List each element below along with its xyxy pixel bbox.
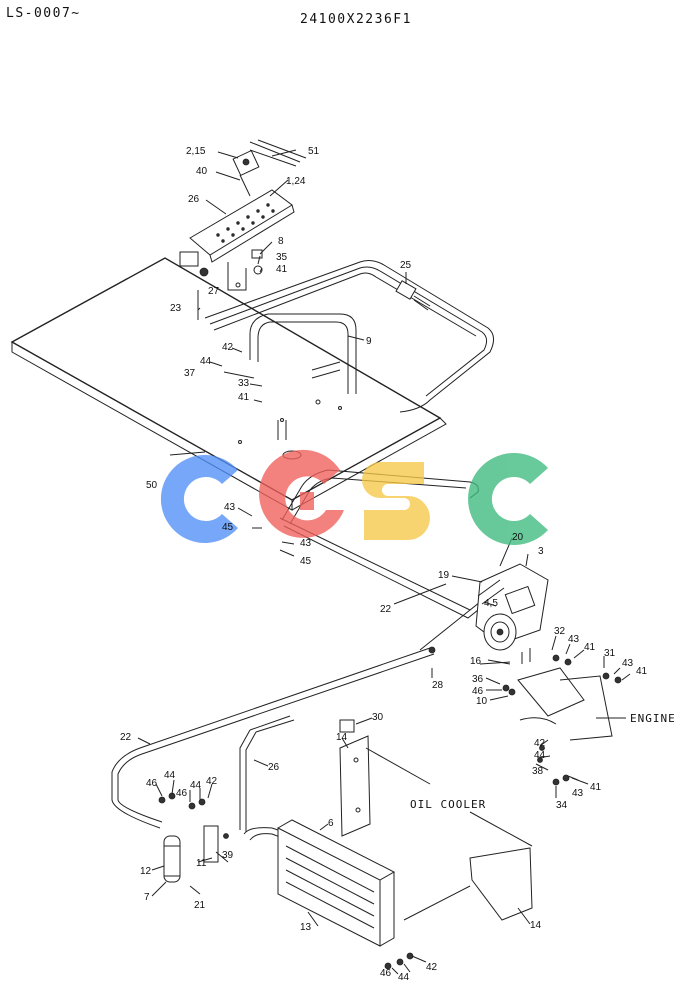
- callout-43e: 43: [572, 788, 584, 799]
- callout-13: 13: [300, 922, 312, 933]
- callout-43a: 43: [224, 502, 236, 513]
- callout-27: 27: [208, 286, 220, 297]
- compressor: [475, 563, 622, 786]
- callout-37: 37: [184, 368, 196, 379]
- callout-42b: 42: [534, 738, 546, 749]
- callout-44d: 44: [190, 780, 202, 791]
- callout-11: 11: [196, 858, 207, 869]
- callout-41a: 41: [276, 264, 288, 275]
- callout-14b: 14: [530, 920, 542, 931]
- callout-20: 20: [512, 532, 524, 543]
- callout-43d: 43: [622, 658, 634, 669]
- callout-46d: 46: [380, 968, 392, 979]
- callout-2-15: 2,15: [186, 146, 206, 157]
- callout-12: 12: [140, 866, 152, 877]
- callout-32: 32: [554, 626, 566, 637]
- watermark: [160, 449, 548, 545]
- callout-21: 21: [194, 900, 206, 911]
- callout-45a: 45: [222, 522, 234, 533]
- callout-26b: 26: [268, 762, 280, 773]
- callout-26a: 26: [188, 194, 200, 205]
- watermark-letter-c2: [468, 453, 548, 545]
- callout-4-5: 4,5: [484, 598, 498, 609]
- callout-36: 36: [472, 674, 484, 685]
- callout-41e: 41: [590, 782, 602, 793]
- callout-10: 10: [476, 696, 488, 707]
- callout-22b: 22: [120, 732, 132, 743]
- callout-34: 34: [556, 800, 568, 811]
- callout-41d: 41: [636, 666, 648, 677]
- grille-holes: [216, 203, 275, 243]
- callout-23: 23: [170, 303, 182, 314]
- callout-40: 40: [196, 166, 208, 177]
- callout-38: 38: [532, 766, 544, 777]
- callout-3: 3: [538, 546, 544, 557]
- callout-8: 8: [278, 236, 284, 247]
- callout-35: 35: [276, 252, 288, 263]
- watermark-letter-s: [362, 462, 430, 540]
- callout-16: 16: [470, 656, 482, 667]
- callout-33: 33: [238, 378, 250, 389]
- watermark-letter-g: [259, 449, 344, 538]
- callout-44e: 44: [398, 972, 410, 983]
- oil-cooler-label: OIL COOLER: [410, 798, 486, 811]
- callout-19: 19: [438, 570, 450, 581]
- callout-14a: 14: [336, 732, 348, 743]
- callout-1-24: 1,24: [286, 176, 306, 187]
- callout-41b: 41: [238, 392, 250, 403]
- callout-22a: 22: [380, 604, 392, 615]
- callout-51: 51: [308, 146, 320, 157]
- callout-45b: 45: [300, 556, 312, 567]
- engine-label: ENGINE: [630, 712, 676, 725]
- floor-plate: [10, 257, 447, 511]
- callout-50: 50: [146, 480, 158, 491]
- callout-30: 30: [372, 712, 384, 723]
- callout-31: 31: [604, 648, 616, 659]
- callout-6: 6: [328, 818, 334, 829]
- callout-numbers: 2,1540511,242683541272523942443733415043…: [120, 146, 648, 983]
- callout-41c: 41: [584, 642, 596, 653]
- callout-44a: 44: [200, 356, 212, 367]
- callout-43c: 43: [568, 634, 580, 645]
- callout-44b: 44: [534, 750, 546, 761]
- hose-loops: [204, 260, 494, 440]
- drawing-number: 24100X2236F1: [300, 12, 412, 27]
- receiver-drier: [158, 792, 229, 883]
- callout-28: 28: [432, 680, 444, 691]
- callout-42d: 42: [426, 962, 438, 973]
- callout-42a: 42: [222, 342, 234, 353]
- callout-25: 25: [400, 260, 412, 271]
- callout-44c: 44: [164, 770, 176, 781]
- callout-39: 39: [222, 850, 234, 861]
- watermark-letter-c1: [160, 455, 238, 544]
- serial-range: LS-0007~: [6, 6, 81, 21]
- callout-43b: 43: [300, 538, 312, 549]
- callout-46c: 46: [176, 788, 188, 799]
- callout-7: 7: [144, 892, 150, 903]
- callout-46a: 46: [472, 686, 484, 697]
- callout-46b: 46: [146, 778, 158, 789]
- callout-42c: 42: [206, 776, 218, 787]
- oil-cooler: [277, 719, 533, 970]
- leader-lines: [137, 149, 631, 975]
- callout-9: 9: [366, 336, 372, 347]
